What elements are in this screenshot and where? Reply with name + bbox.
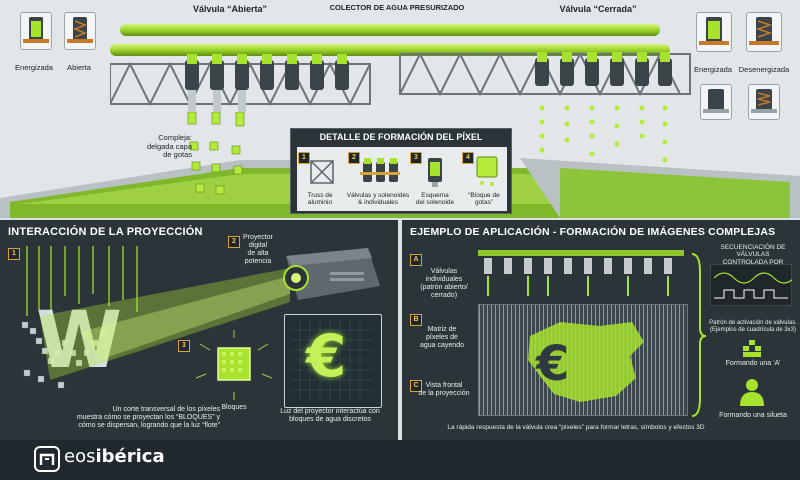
projector-icon [283, 248, 380, 300]
detail-panel: DETALLE DE FORMACIÓN DEL PÍXEL [290, 128, 512, 214]
complex-note: Compleja: delgada capa de gotas [146, 133, 192, 160]
solenoid-energized-icon [20, 12, 52, 50]
example-letter-c: C [410, 380, 422, 392]
detail-num-3: 3 [410, 152, 422, 164]
projection-num-2: 2 [228, 236, 240, 248]
valve-open-title: Válvula “Abierta” [192, 4, 268, 14]
right-icon-label-energized: Energizada [694, 65, 732, 74]
projector-label: Proyector digital de alta potencia [243, 234, 273, 266]
blocks-label: Bloques [221, 404, 247, 411]
truss-icon [310, 160, 334, 184]
brand-logo-icon [34, 446, 60, 472]
example-letter-a: A [410, 254, 422, 266]
detail-label-2: Válvulas y solenoides & individuales [346, 192, 410, 207]
valves-open-group [185, 54, 349, 112]
spain-map-projection [528, 322, 644, 402]
section-note: Un corte transversal de los píxeles mues… [76, 406, 220, 430]
bracket [691, 253, 706, 417]
right-icon-label-deenergized: Desenergizada [738, 65, 790, 74]
manifold-pipes [110, 24, 691, 107]
zoom-euro-symbol: € [306, 322, 347, 390]
valves-closed-group [535, 52, 672, 86]
brand-name-suffix: ibérica [95, 446, 165, 467]
valve-body-icon [700, 84, 732, 120]
waveform-chart [710, 264, 792, 306]
letter-a-pattern-icon [743, 340, 761, 357]
falling-blocks-left [187, 112, 245, 195]
drops-right [539, 105, 668, 163]
example-title: EJEMPLO DE APLICACIÓN - FORMACIÓN DE IMÁ… [410, 226, 776, 238]
detail-num-1: 1 [298, 152, 310, 164]
projector-beam [40, 268, 290, 380]
light-note: Luz del proyector interactúa con bloques… [280, 408, 380, 424]
solenoid-open-icon [64, 12, 96, 50]
falling-pixel-columns [21, 246, 138, 389]
example-label-a: Válvulas individuales (patrón abierto/ c… [420, 268, 468, 300]
projection-num-1: 1 [8, 248, 20, 260]
form-silhouette-label: Formando una silueta [719, 412, 787, 419]
manifold-title: COLECTOR DE AGUA PRESURIZADO [329, 3, 465, 12]
footer-bar [0, 440, 800, 480]
projection-title: INTERACCIÓN DE LA PROYECCIÓN [8, 226, 203, 238]
matrix-euro-symbol: € [536, 336, 570, 392]
detail-num-2: 2 [348, 152, 360, 164]
projection-num-3: 3 [178, 340, 190, 352]
projected-letter: W [36, 296, 122, 386]
left-icon-label-energized: Energizada [15, 63, 53, 72]
projection-zoom-box [284, 314, 382, 408]
silhouette-icon [740, 379, 764, 406]
example-label-c: Vista frontal de la proyección [418, 382, 470, 398]
brand-name-prefix: eos [64, 446, 96, 467]
valve-closed-title: Válvula “Cerrada” [559, 4, 637, 14]
valve-coil-icon [748, 84, 780, 120]
drop-block-icon [476, 156, 498, 186]
example-label-b: Matriz de píxeles de agua cayendo [420, 326, 464, 350]
form-a-label: Formando una ‘A’ [725, 360, 781, 367]
bottom-caption: La rápida respuesta de la válvula crea “… [447, 424, 705, 431]
solenoid-energized-right-icon [696, 12, 732, 52]
detail-label-3: Esquema del solenoide [415, 192, 455, 207]
example-letter-b: B [410, 314, 422, 326]
zoom-block-grid [290, 320, 374, 400]
detail-num-4: 4 [462, 152, 474, 164]
left-icon-label-open: Abierta [67, 63, 91, 72]
glowing-block [196, 330, 272, 400]
brand-name: eosibérica [64, 446, 165, 467]
detail-title: DETALLE DE FORMACIÓN DEL PÍXEL [319, 132, 483, 142]
detail-label-4: “Bloque de gotas” [468, 192, 500, 207]
solenoid-schematic-icon [428, 158, 442, 187]
solenoid-deenergized-icon [746, 12, 782, 52]
detail-label-1: Truss de aluminio [307, 192, 333, 207]
valve-row [478, 250, 684, 296]
pattern-label: Patrón de activación de válvulas. (Ejemp… [709, 320, 797, 333]
valves-solenoids-icon [360, 158, 400, 182]
